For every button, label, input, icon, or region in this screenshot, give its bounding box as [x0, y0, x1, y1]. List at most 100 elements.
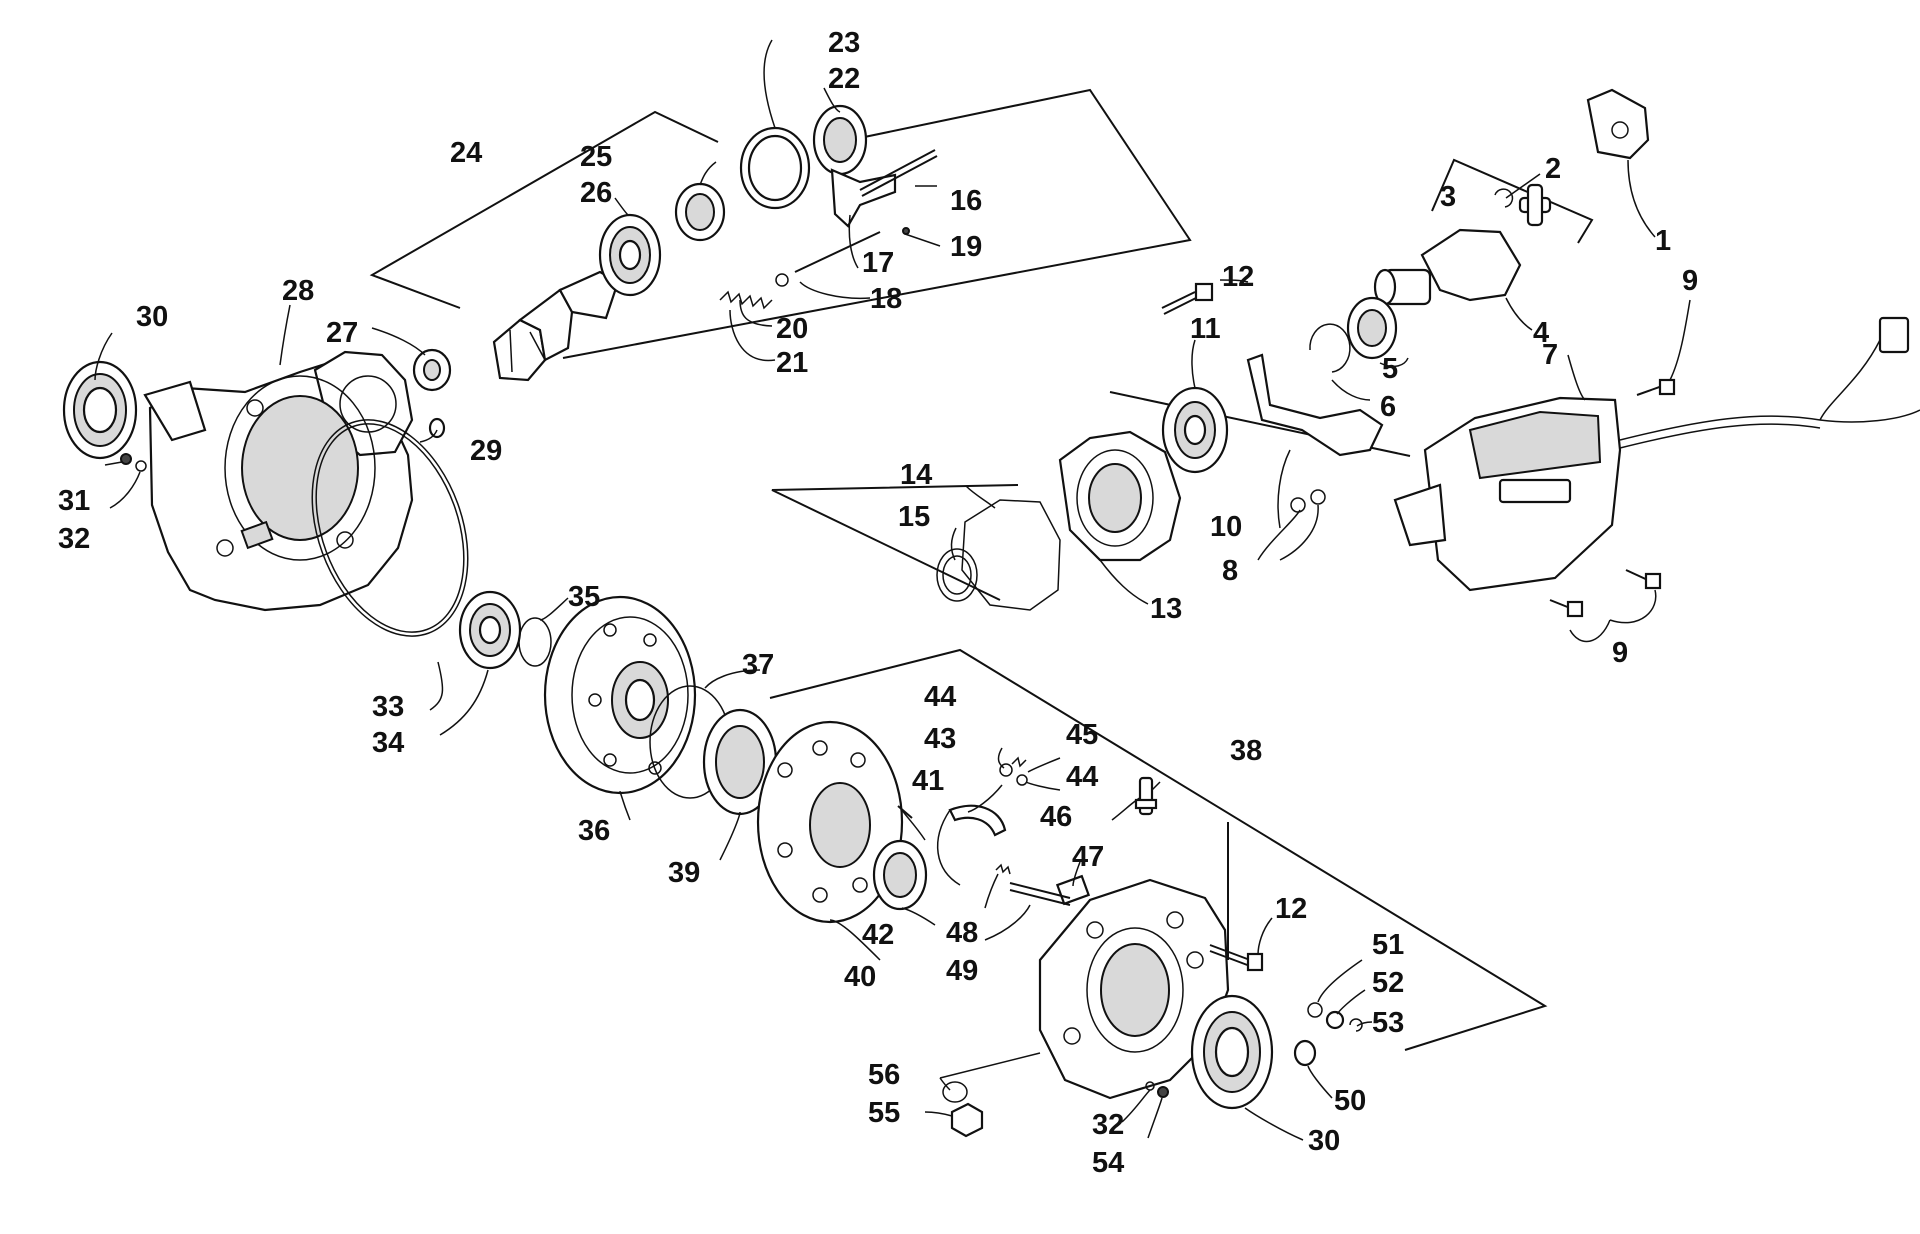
o-ring-51: [1307, 1002, 1323, 1018]
callout-42: 42: [862, 919, 894, 951]
pinion-gear-26: [492, 270, 620, 382]
callout-54: 54: [1092, 1147, 1124, 1179]
o-ring-33: [311, 419, 469, 637]
spring-48: [995, 863, 1011, 875]
callout-10: 10: [1210, 511, 1242, 543]
washer-50: [1293, 1039, 1317, 1067]
bolt-54: [1157, 1086, 1169, 1098]
seal-5: [1346, 296, 1398, 360]
shift-fork-43: [936, 804, 1007, 886]
callout-21: 21: [776, 347, 808, 379]
callout-3: 3: [1440, 181, 1456, 213]
bracket-10: [1246, 353, 1384, 457]
washer-52: [1325, 1010, 1345, 1030]
callout-22: 22: [828, 63, 860, 95]
callout-31: 31: [58, 485, 90, 517]
fitting-46: [1134, 776, 1158, 816]
pin-19: [902, 227, 910, 235]
bolt-12-bottom: [1209, 944, 1264, 972]
callout-34: 34: [372, 727, 404, 759]
callout-9-top: 9: [1682, 265, 1698, 297]
callout-30-right: 30: [1308, 1125, 1340, 1157]
callout-28: 28: [282, 275, 314, 307]
gasket-14: [961, 499, 1061, 611]
callout-8: 8: [1222, 555, 1238, 587]
bearing-25: [674, 182, 726, 242]
washer-32: [135, 460, 147, 472]
shift-fork-17: [830, 168, 897, 228]
callout-50: 50: [1334, 1085, 1366, 1117]
callout-20: 20: [776, 313, 808, 345]
bushing-27: [412, 348, 452, 392]
washer-20: [775, 273, 789, 287]
ring-gear-36: [543, 595, 697, 795]
callout-53: 53: [1372, 1007, 1404, 1039]
bearing-26: [598, 213, 662, 297]
callout-23: 23: [828, 27, 860, 59]
callout-44-right: 44: [1066, 761, 1098, 793]
actuator-7: [1393, 316, 1920, 592]
spring-45: [1011, 756, 1027, 768]
callout-15: 15: [898, 501, 930, 533]
coupler-4: [1373, 228, 1522, 306]
group-bracket-38: [769, 648, 1548, 1051]
callout-36: 36: [578, 815, 610, 847]
callout-55: 55: [868, 1097, 900, 1129]
ring-35: [518, 617, 552, 667]
shift-rod-18: [794, 231, 881, 273]
callout-46: 46: [1040, 801, 1072, 833]
u-joint-3: [1494, 183, 1552, 227]
callout-labels: 1 2 3 4 5 6 7 9 9 8 10 11 12 12 13 14 15…: [58, 27, 1698, 1179]
o-ring-56: [942, 1081, 968, 1103]
circlip-6: [1309, 323, 1351, 373]
callout-7: 7: [1542, 339, 1558, 371]
plug-55: [950, 1102, 984, 1138]
callout-33: 33: [372, 691, 404, 723]
shaft-49: [1009, 882, 1071, 906]
snap-ring-15: [936, 548, 978, 602]
callout-47: 47: [1072, 841, 1104, 873]
callout-56: 56: [868, 1059, 900, 1091]
pin-41: [897, 805, 913, 819]
callout-1: 1: [1655, 225, 1671, 257]
shift-shaft-16: [859, 149, 938, 197]
end-cover: [1038, 878, 1230, 1100]
bolt-9-bottom-left: [1549, 599, 1584, 618]
callout-45: 45: [1066, 719, 1098, 751]
clip-53: [1349, 1018, 1363, 1032]
callout-38: 38: [1230, 735, 1262, 767]
bearing-11: [1161, 386, 1229, 474]
callout-5: 5: [1382, 353, 1398, 385]
ring-plate-40: [756, 720, 904, 924]
seal-30-right: [1190, 994, 1274, 1110]
gear-case-housing: [143, 350, 414, 612]
ring-23: [739, 126, 811, 210]
callout-2: 2: [1545, 153, 1561, 185]
housing-13: [1058, 430, 1182, 562]
callout-32-right: 32: [1092, 1109, 1124, 1141]
callout-48: 48: [946, 917, 978, 949]
group-bracket-24: [369, 88, 1192, 359]
callout-27: 27: [326, 317, 358, 349]
callout-30-left: 30: [136, 301, 168, 333]
callout-52: 52: [1372, 967, 1404, 999]
bolt-9-top: [1636, 378, 1676, 396]
callout-49: 49: [946, 955, 978, 987]
callout-17: 17: [862, 247, 894, 279]
bearing-34: [458, 590, 522, 670]
bearing-22: [812, 104, 868, 176]
bearing-39: [702, 708, 778, 816]
callout-16: 16: [950, 185, 982, 217]
seal-left: [62, 360, 138, 460]
callout-51: 51: [1372, 929, 1404, 961]
callout-13: 13: [1150, 593, 1182, 625]
callout-29: 29: [470, 435, 502, 467]
callout-4: 4: [1533, 317, 1549, 349]
callout-43: 43: [924, 723, 956, 755]
callout-18: 18: [870, 283, 902, 315]
callout-14: 14: [900, 459, 932, 491]
callout-19: 19: [950, 231, 982, 263]
callout-40: 40: [844, 961, 876, 993]
bolt-31: [120, 453, 132, 465]
